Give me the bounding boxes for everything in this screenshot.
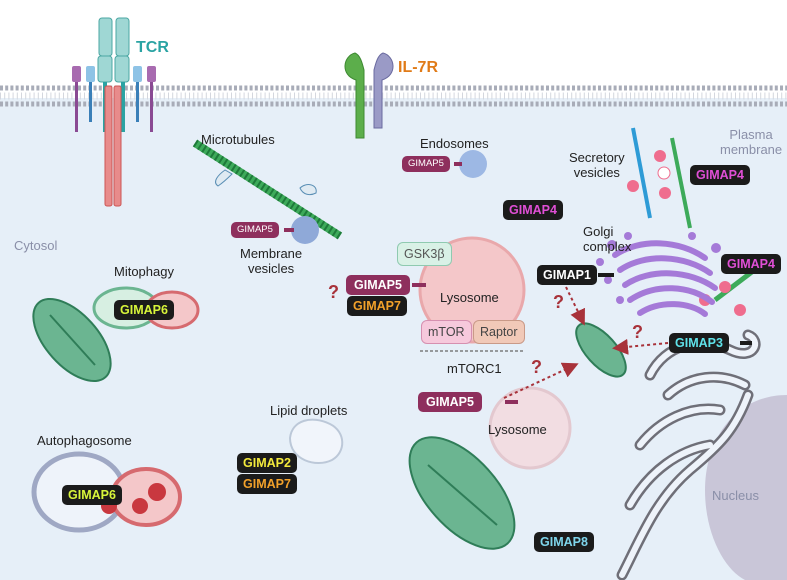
tcr-complex [72,17,156,207]
dotted-arrows [503,286,669,399]
il7r-receptor [344,52,394,139]
secretory-vesicles-label: Secretory vesicles [569,150,625,180]
autophagosome-label: Autophagosome [37,433,132,448]
gimap5-bottom-pill: GIMAP5 [418,392,482,412]
mtorc1-label: mTORC1 [447,361,502,376]
mitochondrion-bottom [408,436,516,550]
gimap6-mitophagy-badge: GIMAP6 [114,300,174,320]
raptor-box: Raptor [473,320,525,344]
lysosome-top-label: Lysosome [440,290,499,305]
mitochondrion-left [32,297,112,383]
membrane-vesicle [291,216,319,244]
lipid-droplet [288,418,344,464]
question-mark-gimap5: ? [531,357,542,377]
gimap1-badge: GIMAP1 [537,265,597,285]
gimap-tethers [598,273,752,345]
golgi-complex-label: Golgi complex [583,224,632,254]
endosome [459,150,487,178]
mtor-box: mTOR [421,320,472,344]
cytosol-label: Cytosol [14,238,58,253]
membrane-vesicles-label: Membrane vesicles [240,246,303,276]
gimap7-lipid-badge: GIMAP7 [237,474,297,494]
plasma-membrane [0,85,787,107]
il7r-label: IL-7R [398,59,438,76]
gimap4-secretory-badge: GIMAP4 [690,165,750,185]
gimap4-right-badge: GIMAP4 [721,254,781,274]
gimap5-vesicle-pill: GIMAP5 [231,222,279,238]
gimap2-badge: GIMAP2 [237,453,297,473]
question-mark-gimap1: ? [553,292,564,312]
tcr-label: TCR [136,39,169,56]
microtubule [192,139,343,240]
gimap8-badge: GIMAP8 [534,532,594,552]
nucleus-label: Nucleus [712,488,759,503]
lysosome-bottom-label: Lysosome [488,422,547,437]
gimap5-tethers [284,162,518,404]
microtubules-label: Microtubules [201,132,275,147]
gimap5-endosome-pill: GIMAP5 [402,156,450,172]
gsk3b-box: GSK3β [397,242,452,266]
gimap4-cytosol-badge: GIMAP4 [503,200,563,220]
lipid-droplets-label: Lipid droplets [270,403,348,418]
golgi-apparatus [612,240,718,317]
endosomes-label: Endosomes [420,136,489,151]
question-mark-gimap3: ? [632,322,643,342]
gimap5-lysosome-pill: GIMAP5 [346,275,410,295]
lysosome-bottom [488,386,572,470]
gimap6-autophagosome-badge: GIMAP6 [62,485,122,505]
mitophagy-label: Mitophagy [114,264,174,279]
plasma-membrane-label: Plasma membrane [720,127,783,157]
gimap7-lysosome-badge: GIMAP7 [347,296,407,316]
question-mark-lysosome: ? [328,282,339,302]
gimap3-badge: GIMAP3 [669,333,729,353]
